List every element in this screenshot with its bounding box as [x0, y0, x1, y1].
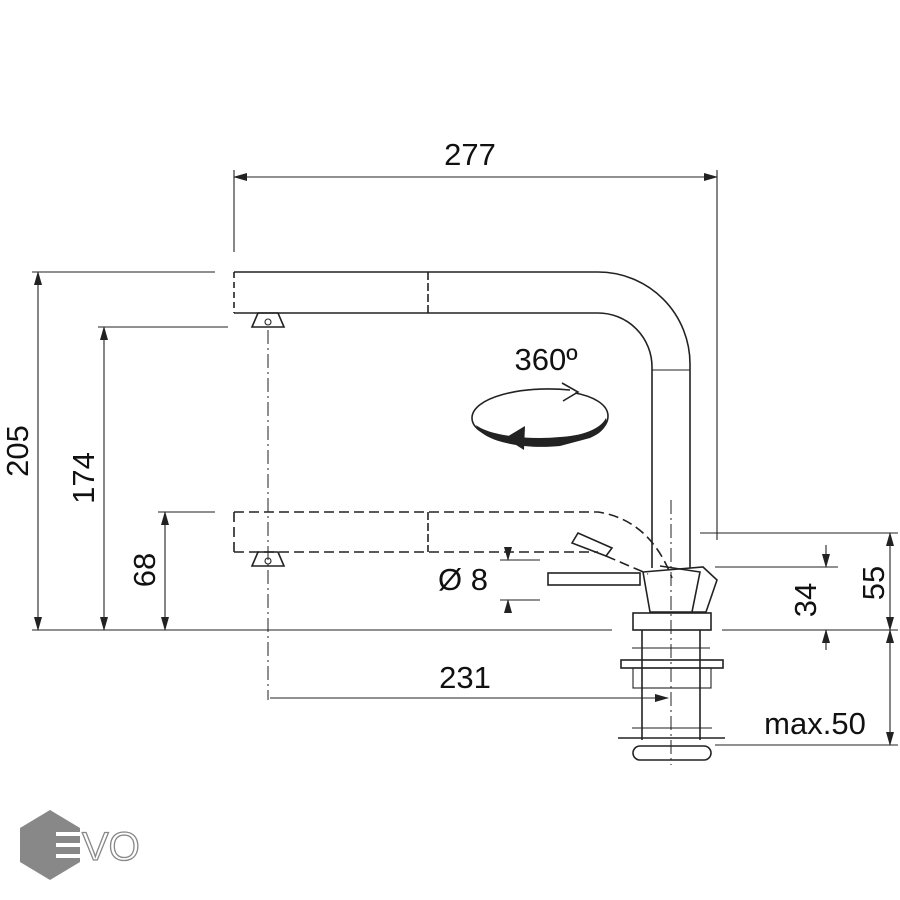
- dimension-label: 55: [856, 566, 891, 600]
- dimension-277: 277: [233, 137, 718, 540]
- dimension-max-50: max.50: [715, 629, 898, 746]
- spout-lower: [233, 511, 673, 579]
- dimension-label: 68: [127, 553, 162, 587]
- faucet-body: [618, 565, 725, 761]
- dimension-205: 205: [0, 271, 215, 631]
- spout-upper: [233, 271, 691, 568]
- dimension-label: Ø 8: [438, 562, 488, 597]
- dimension-label: 277: [444, 137, 496, 172]
- dimension-55: 55: [700, 532, 898, 631]
- dimension-174: 174: [66, 326, 228, 631]
- logo-text: VO: [82, 825, 140, 869]
- evo-logo: VO: [20, 810, 140, 880]
- dimension-34: 34: [715, 545, 838, 650]
- dimension-label: 174: [66, 452, 101, 504]
- dimension-label: max.50: [764, 706, 866, 741]
- dimension-label: 205: [0, 425, 35, 477]
- rotation-360-icon: 360º: [471, 342, 609, 450]
- dimension-231: 231: [270, 660, 669, 702]
- dimension-68: 68: [127, 511, 215, 631]
- rotation-label: 360º: [514, 342, 577, 377]
- dimension-hose-diameter: Ø 8: [438, 547, 641, 613]
- dimension-label: 34: [788, 583, 823, 617]
- dimension-label: 231: [439, 660, 491, 695]
